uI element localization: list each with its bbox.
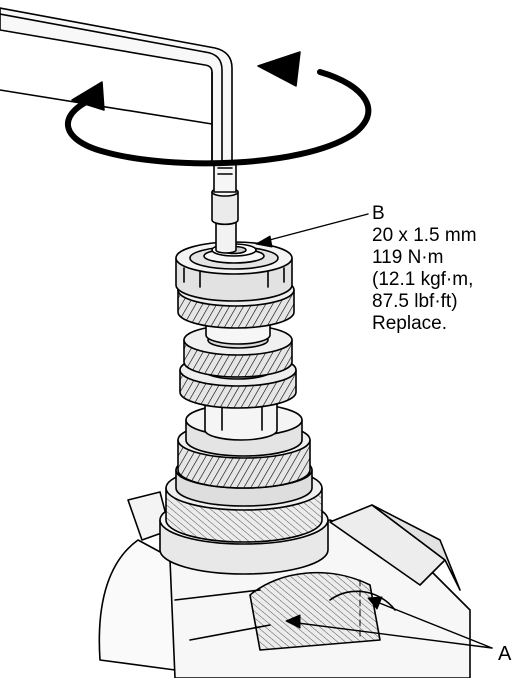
callout-b-spec-torque-lbf: 87.5 lbf·ft): [372, 291, 458, 312]
callout-a-leaders: [285, 579, 493, 649]
callout-a: A: [498, 643, 511, 665]
callout-b-arrowhead: [255, 235, 273, 248]
callout-b-spec-size: 20 x 1.5 mm: [372, 225, 477, 246]
callout-a-letter: A: [498, 643, 512, 665]
callout-b-replace-note: Replace.: [372, 313, 447, 334]
callout-b-spec-torque-kgf: (12.1 kgf·m,: [372, 269, 474, 290]
torque-handle: [0, 7, 233, 165]
callout-b: B 20 x 1.5 mm 119 N·m (12.1 kgf·m, 87.5 …: [372, 203, 477, 335]
socket-tool: [211, 161, 239, 254]
callout-b-leader: [257, 213, 369, 244]
callout-b-spec-torque-nm: 119 N·m: [372, 247, 444, 268]
callout-b-letter: B: [372, 203, 385, 224]
rotation-arrow-icon: [65, 51, 372, 167]
